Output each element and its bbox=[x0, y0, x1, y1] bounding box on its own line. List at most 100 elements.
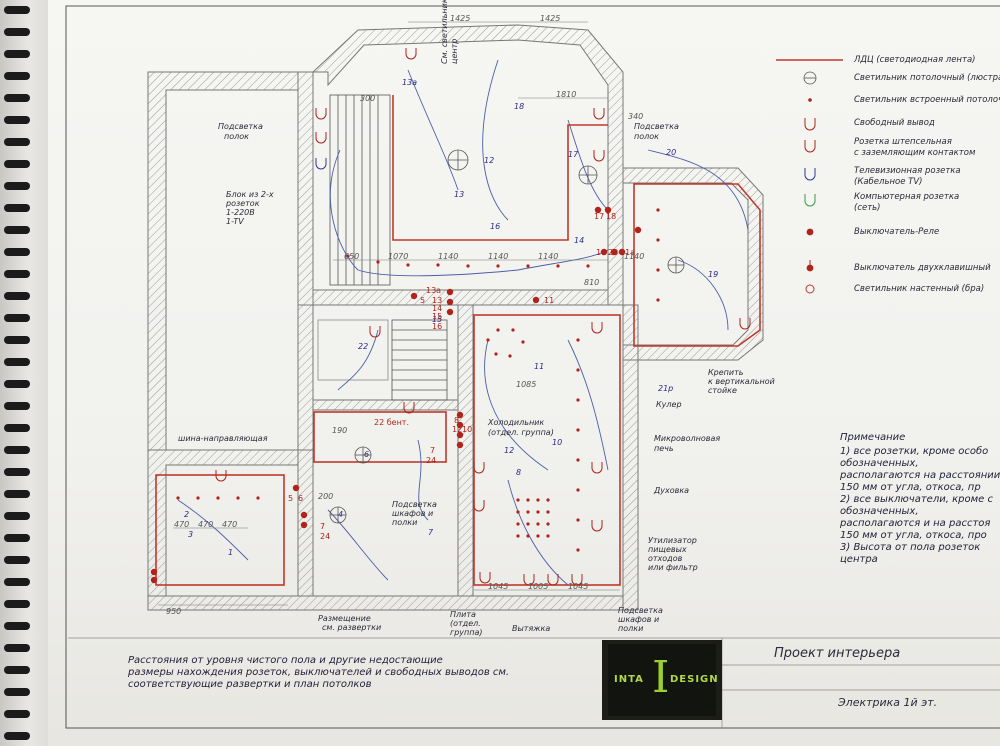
binding-ring bbox=[4, 578, 30, 586]
logo-mark: I bbox=[652, 652, 670, 703]
circuit-number: 2 bbox=[184, 510, 190, 519]
switch-number: 15 bbox=[432, 312, 443, 321]
binding-ring bbox=[4, 94, 30, 102]
binding-ring bbox=[4, 50, 30, 58]
circuit-number: 13 bbox=[454, 190, 465, 199]
callout-cabinets2-0: Подсветка bbox=[618, 606, 663, 615]
callout-cabinets2-2: полки bbox=[618, 624, 644, 633]
callout-mount-0: Крепить bbox=[708, 368, 744, 377]
callout-shelf-light-left-1: полок bbox=[224, 132, 249, 141]
callout-cabinets-2: полки bbox=[392, 518, 418, 527]
switch-number: 11 bbox=[544, 296, 555, 305]
sockets bbox=[215, 48, 751, 586]
note-line-6: располагаются и на расстоя bbox=[840, 518, 991, 529]
footer-note-2: соответствующие развертки и план потолко… bbox=[128, 679, 372, 690]
circuit-number: 18 bbox=[514, 102, 525, 111]
logo-text-left: INTA bbox=[614, 674, 644, 685]
dimension-label: 340 bbox=[628, 112, 644, 121]
switch-number: 8 bbox=[454, 416, 460, 425]
switch-number: 7 bbox=[430, 446, 436, 455]
circuit-number: 12 bbox=[504, 446, 515, 455]
dimension-label: 1045 bbox=[568, 582, 589, 591]
dimension-label: 1140 bbox=[538, 252, 559, 261]
binding-ring bbox=[4, 710, 30, 718]
binding-ring bbox=[4, 314, 30, 322]
callout-sockets-2: 1-220В bbox=[226, 208, 255, 217]
callout-shelf-light-left-0: Подсветка bbox=[218, 122, 263, 131]
callout-rail: шина-направляющая bbox=[178, 434, 268, 443]
switch-number: 12 bbox=[452, 425, 463, 434]
switch-number: 18 bbox=[606, 212, 617, 221]
binding-ring bbox=[4, 446, 30, 454]
callout-stove-2: группа) bbox=[450, 628, 483, 637]
note-line-1: обозначенных, bbox=[840, 458, 919, 469]
callout-mount-2: стойке bbox=[708, 386, 737, 395]
binding-ring bbox=[4, 270, 30, 278]
callout-sockets-1: розеток bbox=[226, 199, 260, 208]
dimension-label: 950 bbox=[166, 607, 182, 616]
callout-shelf-light-right-0: Подсветка bbox=[634, 122, 679, 131]
switch-number: 6 bbox=[298, 494, 304, 503]
dimension-label: 1140 bbox=[624, 252, 645, 261]
dimension-label: 470 bbox=[174, 520, 190, 529]
callout-fridge-1: (отдел. группа) bbox=[488, 428, 554, 437]
dimension-label: 1045 bbox=[488, 582, 509, 591]
callout-disposer-3: или фильтр bbox=[648, 563, 698, 572]
title-block bbox=[68, 637, 1000, 728]
legend-label-4b: с заземляющим контактом bbox=[854, 148, 976, 158]
binding-ring bbox=[4, 402, 30, 410]
note-line-7: 150 мм от угла, откоса, про bbox=[840, 530, 987, 541]
binding-ring bbox=[4, 248, 30, 256]
circuit-number: 15 bbox=[432, 315, 443, 324]
note-line-9: центра bbox=[840, 554, 878, 565]
stairs bbox=[317, 94, 448, 401]
circuit-number: 17 bbox=[568, 150, 579, 159]
switch-number: 7 bbox=[320, 522, 326, 531]
callout-microwave-0: Микроволновая bbox=[654, 434, 721, 443]
switch-dots bbox=[150, 206, 642, 584]
callout-cabinets2-1: шкафов и bbox=[618, 615, 660, 624]
callout-cooler: Кулер bbox=[656, 400, 682, 409]
binding-ring bbox=[4, 534, 30, 542]
legend-label-6b: (сеть) bbox=[854, 203, 881, 213]
callout-mount-1: к вертикальной bbox=[708, 377, 775, 386]
circuit-number: 22 bbox=[358, 342, 369, 351]
binding-ring bbox=[4, 292, 30, 300]
callout-ceiling-0: См. светильник bbox=[440, 0, 449, 64]
switch-number: 17 bbox=[594, 212, 605, 221]
callout-oven: Духовка bbox=[654, 486, 690, 495]
legend-label-9: Светильник настенный (бра) bbox=[854, 284, 985, 294]
tv-sockets bbox=[315, 158, 327, 170]
callout-placement-0: Размещение bbox=[318, 614, 371, 623]
dimension-label: 190 bbox=[332, 426, 348, 435]
legend-label-1: Светильник потолочный (люстра) bbox=[854, 73, 1000, 83]
sheet-frame bbox=[65, 5, 1000, 729]
callout-disposer-1: пищевых bbox=[648, 545, 687, 554]
switch-number: 10 bbox=[462, 425, 473, 434]
callout-disposer-2: отходов bbox=[648, 554, 683, 563]
legend-label-3: Свободный вывод bbox=[854, 118, 935, 128]
binding-ring bbox=[4, 226, 30, 234]
circuit-number: 21p bbox=[658, 384, 674, 393]
callout-stove-1: (отдел. bbox=[450, 619, 481, 628]
switch-number: 14 bbox=[432, 304, 443, 313]
circuit-number: 11 bbox=[534, 362, 545, 371]
switch-number: 16 bbox=[432, 322, 443, 331]
callout-sockets-3: 1-TV bbox=[226, 217, 244, 226]
binding-ring bbox=[4, 182, 30, 190]
ceiling-fixtures bbox=[329, 149, 685, 524]
project-title: Проект интерьера bbox=[774, 646, 901, 661]
binding-ring bbox=[4, 28, 30, 36]
logo-text-right: DESIGN bbox=[670, 674, 719, 685]
circuit-number: 4 bbox=[338, 510, 344, 519]
binding-ring bbox=[4, 204, 30, 212]
circuit-number: 16 bbox=[490, 222, 501, 231]
switch-number: 13 bbox=[432, 296, 443, 305]
sheet-title: Электрика 1й эт. bbox=[838, 696, 938, 709]
note-line-0: 1) все розетки, кроме особо bbox=[840, 446, 989, 457]
callout-hood: Вытяжка bbox=[512, 624, 551, 633]
legend-label-5: Телевизионная розетка bbox=[854, 166, 961, 176]
dimension-label: 650 bbox=[344, 252, 360, 261]
switch-number: 21a bbox=[620, 248, 636, 257]
dimension-label: 1085 bbox=[516, 380, 537, 389]
